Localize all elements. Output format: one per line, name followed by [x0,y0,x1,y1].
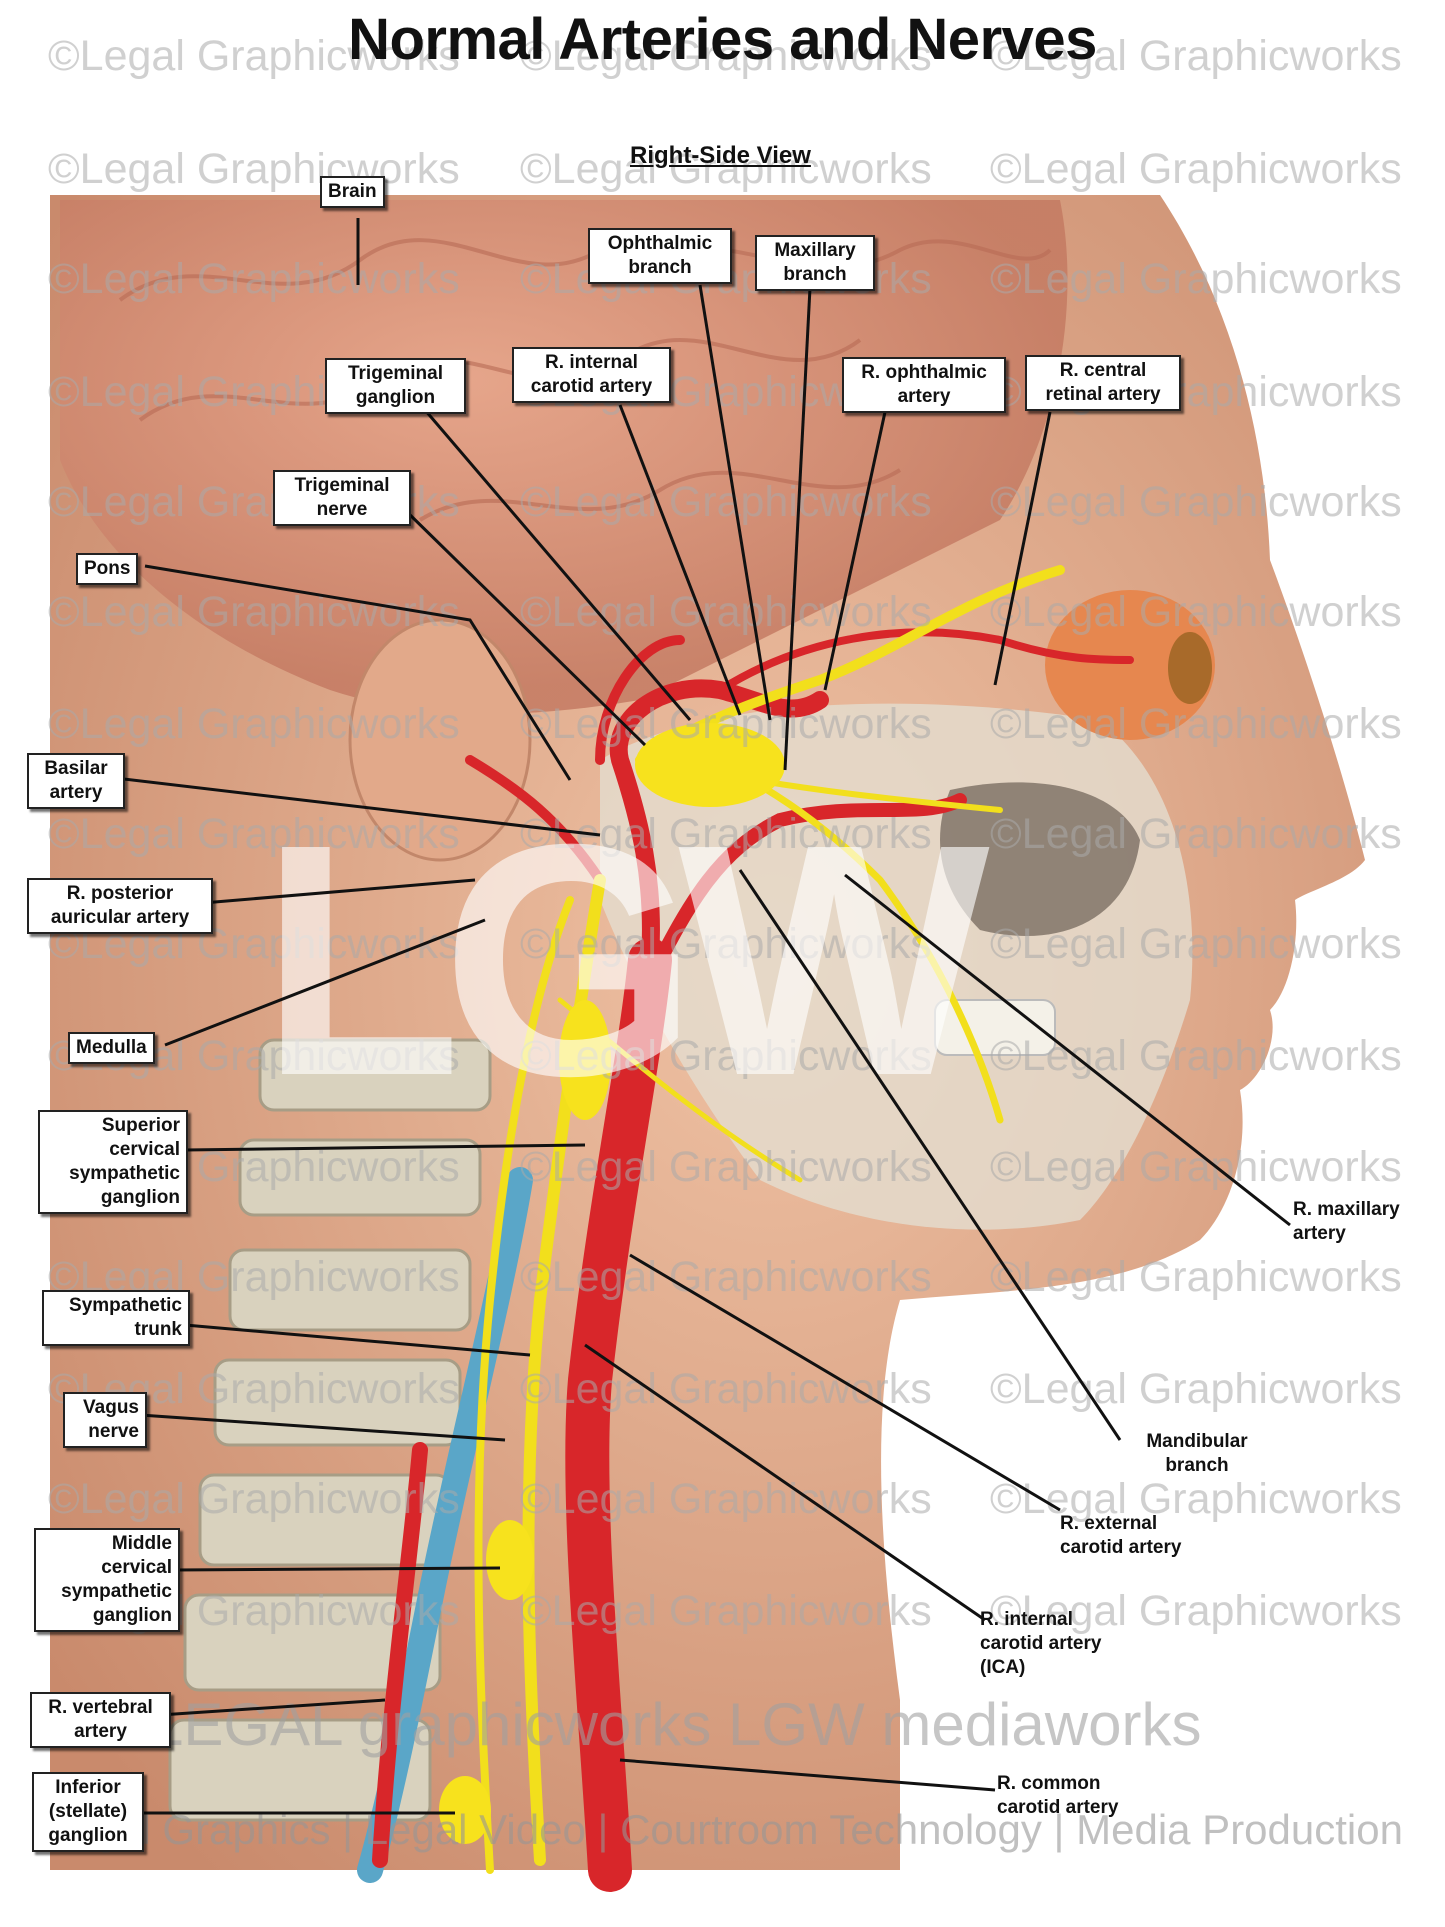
arteries [372,628,1134,1892]
eyeball [1045,590,1215,740]
view-subtitle: Right-Side View [630,142,811,169]
brain-shape [60,200,1068,714]
label-r-external-carotid-artery: R. external carotid artery [1060,1513,1182,1558]
label-mandibular-branch: Mandibular branch [1146,1431,1248,1476]
label-r-maxillary-artery: R. maxillary artery [1293,1199,1400,1244]
label-sympathetic-trunk: Sympathetic trunk [42,1290,190,1346]
label-superior-cervical-ganglion: Superior cervical sympathetic ganglion [38,1110,188,1214]
label-r-posterior-auricular-artery: R. posterior auricular artery [27,878,213,934]
leader-r-vertebral-artery [159,1698,386,1717]
label-middle-cervical-ganglion: Middle cervical sympathetic ganglion [34,1528,180,1632]
label-trigeminal-nerve: Trigeminal nerve [273,470,411,526]
iris [1168,632,1212,704]
label-brain: Brain [320,176,385,208]
leader-sympathetic-trunk [184,1323,531,1357]
trigeminal-ganglion-shape [635,723,785,807]
cervical-spine [168,1038,492,1822]
label-r-common-carotid-artery: R. common carotid artery [997,1773,1119,1818]
teeth [934,999,1056,1056]
label-r-ophthalmic-artery: R. ophthalmic artery [842,357,1006,413]
leader-r-maxillary-artery [844,873,1291,1227]
label-pons: Pons [76,553,139,585]
label-r-internal-carotid-upper: R. internal carotid artery [512,347,671,403]
leader-r-external-carotid [629,1253,1061,1512]
leader-r-internal-carotid-upper [618,404,742,716]
label-r-central-retinal-artery: R. central retinal artery [1025,355,1181,411]
leader-basilar-artery [114,776,601,837]
label-vagus-nerve: Vagus nerve [63,1392,147,1448]
footer-brand: LEGAL graphicworks LGW mediaworks [150,1691,1202,1758]
leader-vagus-nerve [139,1413,506,1442]
label-r-vertebral-artery: R. vertebral artery [30,1692,171,1748]
stellate-ganglion-shape [439,1776,491,1844]
leader-middle-cervical [174,1566,501,1572]
leader-r-posterior-auricular [202,878,476,905]
leader-r-internal-carotid-ica [584,1343,986,1622]
label-medulla: Medulla [68,1032,155,1064]
leader-mandibular-branch [738,869,1122,1441]
leader-trigeminal-ganglion [423,409,692,721]
label-inferior-stellate-ganglion: Inferior (stellate) ganglion [32,1772,144,1852]
leader-trigeminal-nerve [403,508,647,747]
ear [348,618,532,862]
leader-r-common-carotid [619,1758,996,1792]
label-maxillary-branch: Maxillary branch [755,235,875,291]
leader-r-central-retinal [993,411,1052,686]
middle-cervical-ganglion-shape [486,1520,534,1600]
superior-cervical-ganglion-shape [559,1000,611,1120]
page-title: Normal Arteries and Nerves [348,7,1097,72]
label-ophthalmic-branch: Ophthalmic branch [588,228,732,284]
leader-r-ophthalmic-artery [823,411,887,691]
leader-maxillary-branch [783,287,812,771]
label-basilar-artery: Basilar artery [27,753,125,809]
leader-medulla [164,918,486,1047]
leader-superior-cervical [184,1143,586,1152]
leader-ophthalmic-branch [698,284,772,721]
label-r-internal-carotid-ica: R. internal carotid artery (ICA) [980,1609,1102,1678]
leader-pons [144,564,572,781]
sinus [940,782,1140,936]
label-trigeminal-ganglion: Trigeminal ganglion [325,358,466,414]
